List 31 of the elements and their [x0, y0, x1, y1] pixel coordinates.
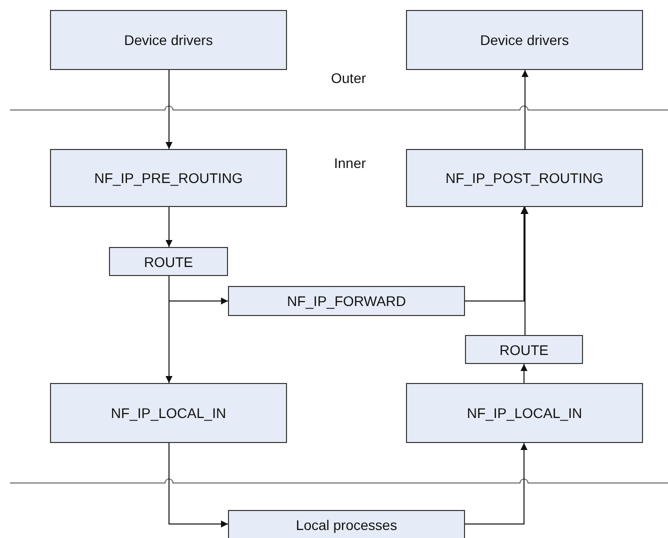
zone-label: Outer	[331, 70, 366, 86]
process-box	[50, 383, 287, 443]
box-label: ROUTE	[500, 342, 548, 358]
arrow	[166, 70, 172, 150]
arrow	[464, 442, 528, 524]
process-box	[50, 149, 287, 207]
arrow	[166, 206, 172, 248]
box-label: ROUTE	[144, 254, 193, 270]
process-box	[406, 149, 643, 207]
box-label: NF_IP_PRE_ROUTING	[94, 170, 243, 186]
process-box	[228, 286, 465, 316]
arrow	[168, 442, 228, 528]
process-box	[465, 335, 583, 364]
process-box	[406, 10, 643, 70]
box-label: NF_IP_LOCAL_IN	[466, 405, 582, 421]
box-label: NF_IP_POST_ROUTING	[446, 170, 604, 186]
arrow	[520, 364, 528, 384]
zone-label: Inner	[334, 155, 366, 171]
process-box	[228, 510, 465, 538]
box-label: Device drivers	[480, 32, 569, 48]
process-box	[109, 247, 228, 276]
arrow	[522, 206, 528, 336]
box-label: NF_IP_FORWARD	[286, 293, 406, 309]
box-label: Local processes	[296, 517, 398, 533]
box-label: NF_IP_LOCAL_IN	[110, 405, 226, 421]
process-box	[406, 383, 643, 443]
arrow	[522, 70, 528, 150]
process-box	[50, 10, 287, 70]
arrow	[166, 276, 172, 384]
box-label: Device drivers	[124, 32, 213, 48]
arrow	[464, 206, 528, 302]
